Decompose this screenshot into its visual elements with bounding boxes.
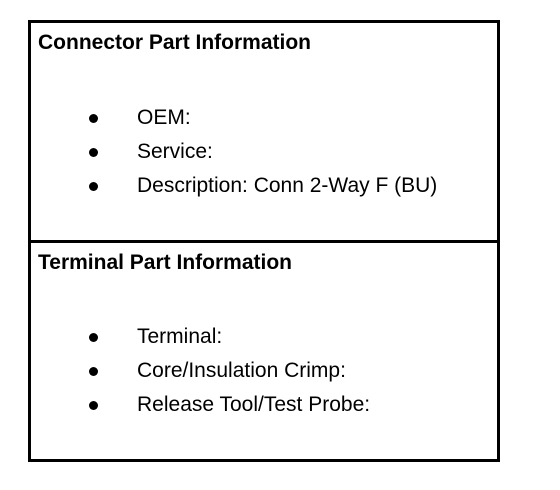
connector-section-title: Connector Part Information: [38, 31, 312, 54]
part-information-table: Connector Part Information OEM: Service:…: [28, 20, 500, 462]
bullet-icon: [89, 333, 98, 342]
release-tool-label: Release Tool/Test Probe:: [137, 393, 371, 416]
crimp-label: Core/Insulation Crimp:: [137, 359, 346, 382]
terminal-section-title: Terminal Part Information: [38, 251, 292, 274]
oem-label: OEM:: [137, 106, 191, 129]
bullet-icon: [89, 367, 98, 376]
service-label: Service:: [137, 140, 213, 163]
bullet-icon: [89, 148, 98, 157]
bullet-icon: [89, 401, 98, 410]
section-divider: [31, 240, 497, 243]
bullet-icon: [89, 114, 98, 123]
description-label: Description: Conn 2-Way F (BU): [137, 174, 438, 197]
bullet-icon: [89, 182, 98, 191]
terminal-label: Terminal:: [137, 325, 223, 348]
